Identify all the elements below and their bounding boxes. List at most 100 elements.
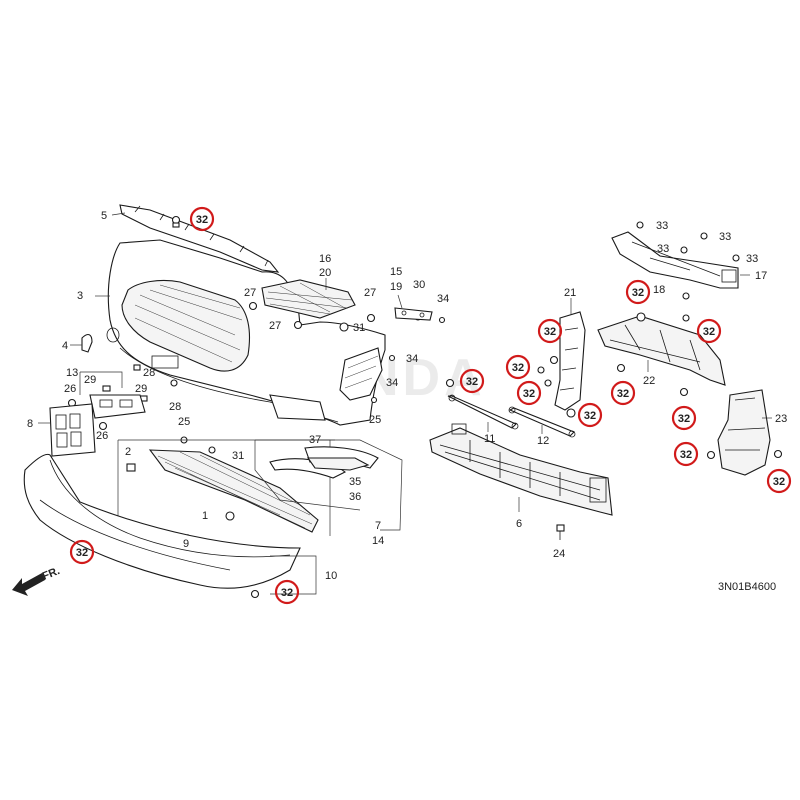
- front-direction-label: FR.: [41, 565, 62, 583]
- part-reinforcement: [429, 423, 613, 516]
- part-bracket-23: [717, 389, 771, 476]
- svg-text:32: 32: [584, 410, 596, 422]
- part-fog-garnish: [269, 446, 379, 479]
- front-arrow-icon: [12, 573, 45, 596]
- label: 36: [349, 491, 361, 503]
- part-bracket-15: [394, 307, 433, 321]
- label: 4: [62, 340, 68, 352]
- svg-text:32: 32: [466, 376, 478, 388]
- label: 34: [406, 353, 418, 365]
- label: 14: [372, 535, 384, 547]
- svg-text:32: 32: [196, 214, 208, 226]
- label: 24: [553, 548, 565, 560]
- highlight-callout[interactable]: 32: [610, 380, 636, 406]
- label: 1: [202, 510, 208, 522]
- label: 15: [390, 266, 402, 278]
- label: 25: [369, 414, 381, 426]
- svg-text:32: 32: [512, 362, 524, 374]
- svg-text:32: 32: [544, 326, 556, 338]
- highlight-callout[interactable]: 32: [69, 539, 95, 565]
- label: 25: [178, 416, 190, 428]
- label: 10: [325, 570, 337, 582]
- label: 21: [564, 287, 576, 299]
- label: 29: [84, 374, 96, 386]
- highlight-callout[interactable]: 32: [671, 405, 697, 431]
- part-upper-trim: [119, 204, 280, 273]
- svg-text:32: 32: [678, 413, 690, 425]
- highlighted-callouts: 32 32 32 32 32 32 32 32 32 32 32 32 32: [69, 206, 792, 565]
- label: 34: [437, 293, 449, 305]
- part-absorber-22: [597, 315, 726, 386]
- label: 9: [183, 538, 189, 550]
- label: 33: [719, 231, 731, 243]
- svg-text:32: 32: [773, 476, 785, 488]
- upper-fasteners: [445, 221, 783, 460]
- label: 2: [125, 446, 131, 458]
- part-lower-grille: [148, 449, 319, 533]
- highlight-callout[interactable]: 32: [459, 368, 485, 394]
- svg-text:32: 32: [632, 287, 644, 299]
- highlight-callout[interactable]: 32: [766, 468, 792, 494]
- part-lower-spoiler: [23, 453, 301, 589]
- label: 12: [537, 435, 549, 447]
- part-bracket-13: [89, 394, 146, 419]
- highlight-callout[interactable]: 32: [537, 318, 563, 344]
- label: 27: [364, 287, 376, 299]
- label: 34: [386, 377, 398, 389]
- label: 6: [516, 518, 522, 530]
- label: 19: [390, 281, 402, 293]
- highlight-callout[interactable]: 32: [625, 279, 651, 305]
- label: 31: [353, 322, 365, 334]
- highlight-callout[interactable]: 32: [696, 318, 722, 344]
- label: 33: [657, 243, 669, 255]
- label: 27: [269, 320, 281, 332]
- part-clip-4: [81, 333, 93, 353]
- part-bracket-21: [554, 311, 586, 411]
- label: 11: [484, 433, 495, 445]
- part-bumper-face: [106, 239, 386, 426]
- label: 17: [755, 270, 767, 282]
- svg-text:32: 32: [76, 547, 88, 559]
- label: 37: [309, 434, 321, 446]
- label: 13: [66, 367, 78, 379]
- svg-text:32: 32: [680, 449, 692, 461]
- label: 8: [27, 418, 33, 430]
- svg-text:32: 32: [703, 326, 715, 338]
- part-bracket-17: [611, 231, 739, 289]
- highlight-label: 32: [281, 587, 293, 599]
- label: 22: [643, 375, 655, 387]
- label: 33: [746, 253, 758, 265]
- part-beam-12: [508, 406, 576, 438]
- highlight-callout[interactable]: 32: [189, 206, 215, 232]
- part-beam-11: [447, 394, 519, 430]
- bolt-24: [556, 524, 565, 540]
- label: 27: [244, 287, 256, 299]
- callout-labels: 5 3 4 13 26 29 28 29 28 8 26 25 2 31 1 9…: [27, 210, 787, 582]
- part-grille-insert: [261, 279, 356, 319]
- label: 26: [64, 383, 76, 395]
- label: 7: [375, 520, 381, 532]
- svg-text:32: 32: [523, 388, 535, 400]
- label: 35: [349, 476, 361, 488]
- highlight-callout[interactable]: 32: [505, 354, 531, 380]
- label: 28: [169, 401, 181, 413]
- highlight-callout[interactable]: 32: [673, 441, 699, 467]
- svg-text:32: 32: [617, 388, 629, 400]
- label: 3: [77, 290, 83, 302]
- highlight-callout[interactable]: 32: [274, 579, 300, 605]
- highlight-callout[interactable]: 32: [577, 402, 603, 428]
- label: 18: [653, 284, 665, 296]
- label: 30: [413, 279, 425, 291]
- label: 26: [96, 430, 108, 442]
- part-license-base: [49, 403, 96, 457]
- label: 29: [135, 383, 147, 395]
- label: 28: [143, 367, 155, 379]
- label: 20: [319, 267, 331, 279]
- label: 5: [101, 210, 107, 222]
- label: 33: [656, 220, 668, 232]
- label: 16: [319, 253, 331, 265]
- diagram-code: 3N01B4600: [718, 581, 776, 593]
- highlight-callout[interactable]: 32: [516, 380, 542, 406]
- label: 23: [775, 413, 787, 425]
